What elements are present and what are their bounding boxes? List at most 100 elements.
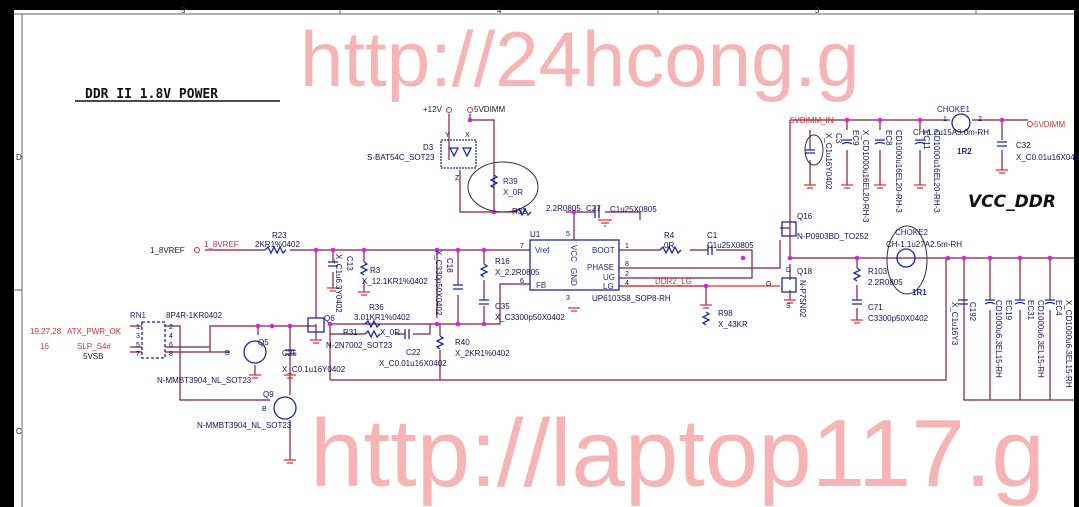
ref-label: R3: [370, 266, 381, 275]
pin-label: B: [262, 406, 267, 413]
left-border: [0, 0, 14, 507]
value-label: N-P75N02: [798, 280, 807, 318]
ref-label: C25: [282, 349, 297, 358]
net-label: 5VSB: [83, 352, 103, 361]
top-border: [0, 0, 1079, 10]
value-label: X_C330p50X0402: [434, 250, 443, 316]
net-ref: 16: [40, 342, 49, 351]
value-label: N-2N7002_SOT23: [326, 341, 393, 350]
ref-label: R32: [512, 207, 527, 216]
value-label: 0R: [664, 241, 674, 250]
value-label: X_0R: [380, 328, 400, 337]
pin-number: 2: [625, 271, 629, 278]
right-border: [1074, 0, 1079, 507]
pin-number: 2: [978, 116, 982, 123]
port-label: 1_8VREF: [150, 246, 185, 255]
ground-symbols: [249, 169, 1008, 464]
ref-label: CHOKE2: [895, 228, 928, 237]
value-label: CH-1.1u27A2.5m-RH: [886, 240, 962, 249]
ref-label: R23: [272, 231, 287, 240]
value-label: X_C1u16Y3: [950, 302, 959, 346]
pin-number: 3: [136, 333, 140, 340]
ref-label: C27: [586, 204, 601, 213]
value-label: 3.01KR1%0402: [354, 313, 411, 322]
ic-pin-label: UG: [603, 273, 615, 282]
value-label: X_CD1000u6.3EL15-RH: [1064, 300, 1073, 388]
ref-label: D3: [423, 143, 434, 152]
value-label: N-MMBT3904_NL_SOT23: [157, 376, 252, 385]
value-label: X_C0.1u16Y0402: [282, 365, 346, 374]
ref-label: RN1: [130, 311, 147, 320]
highlight-ellipse: [467, 161, 539, 213]
resistor-r39-symbol: [489, 174, 499, 189]
column-marker: 4: [497, 6, 502, 15]
value-label: X_12.1KR1%0402: [362, 277, 428, 286]
ref-label: Q5: [258, 338, 269, 347]
resistor-r23-symbol: [264, 245, 287, 255]
value-label: CD1000u6.3EL15-RH: [994, 300, 1003, 378]
pin-label: B: [225, 350, 230, 357]
pin-number: 2: [169, 324, 173, 331]
ic-pin-label: VCC: [569, 245, 578, 262]
part-mark: 1R1: [912, 288, 927, 297]
part-mark: 1R2: [957, 147, 972, 156]
ref-label: R36: [369, 303, 384, 312]
ic-pin-label: BOOT: [592, 246, 615, 255]
resistor-network-rn1: [141, 321, 166, 359]
value-label: C1u25X0805: [610, 205, 657, 214]
value-label: X_C1u6.3Y0402: [334, 254, 343, 313]
ref-label: EC8: [884, 130, 893, 146]
pin-label: Z: [455, 175, 460, 182]
pin-number: 4: [625, 280, 629, 287]
ref-label: C192: [968, 302, 977, 322]
pin-number: 8: [625, 261, 629, 268]
ref-label: C35: [495, 302, 510, 311]
mosfet-q18-symbol: [781, 277, 797, 293]
column-marker: 3: [815, 6, 820, 15]
ref-label: C71: [868, 303, 883, 312]
resistor-r32-symbol: [515, 207, 532, 217]
ic-u1-body: [529, 239, 620, 291]
pin-number: 1: [943, 116, 947, 123]
value-label: X_C1u16Y0402: [824, 133, 833, 190]
pin-number: 4: [169, 333, 173, 340]
value-label: C3300p50X0402: [868, 314, 929, 323]
ref-label: C3: [834, 133, 843, 144]
ic-pin-label: Vref: [535, 246, 550, 255]
ref-label: Q9: [263, 390, 274, 399]
net-label: 5VDIMM: [1034, 120, 1065, 129]
ic-pin-label: GND: [569, 268, 578, 286]
ic-pin-label: PHASE: [587, 263, 614, 272]
value-label: N-P0903BD_TO252: [797, 232, 869, 241]
watermark: http://laptop117.g: [310, 400, 1045, 507]
value-label: X_CD1000u16EL20-RH-3: [861, 130, 870, 223]
value-label: C1u25X0805: [707, 241, 754, 250]
value-label: X_2KR1%0402: [455, 349, 510, 358]
value-label: 8P4R-1KR0402: [166, 311, 223, 320]
value-label: UP6103S8_SOP8-RH: [592, 294, 671, 303]
pin-number: 1: [136, 324, 140, 331]
pin-number: 3: [566, 295, 570, 302]
mosfet-q16-symbol: [781, 221, 797, 237]
rail-label: VCC_DDR: [968, 192, 1056, 212]
watermark: http://24hcong.g: [300, 15, 859, 103]
pin-number: 7: [136, 351, 140, 358]
ref-label: EC11: [922, 130, 931, 150]
row-marker: C: [16, 427, 22, 436]
pin-number: 7: [520, 243, 524, 250]
value-label: X_C0.01u16X0402: [1016, 153, 1079, 162]
value-label: 2KR1%0402: [255, 240, 300, 249]
port-1-8vref: [194, 247, 200, 253]
value-label: CD1000u16EL20-RH-3: [932, 130, 941, 213]
ref-label: R103: [868, 267, 888, 276]
choke1-symbol: [951, 113, 971, 133]
ref-label: C13: [345, 256, 354, 271]
pin-number: 1: [625, 243, 629, 250]
row-marker: D: [16, 153, 22, 162]
net-label: SLP_S4#: [77, 342, 111, 351]
pin-number: 8: [169, 351, 173, 358]
ic-pin-label: FB: [536, 281, 546, 290]
value-label: 2.2R0805: [546, 204, 581, 213]
pin-label: Y: [445, 132, 450, 139]
sheet-title: DDR II 1.8V POWER: [85, 87, 218, 102]
